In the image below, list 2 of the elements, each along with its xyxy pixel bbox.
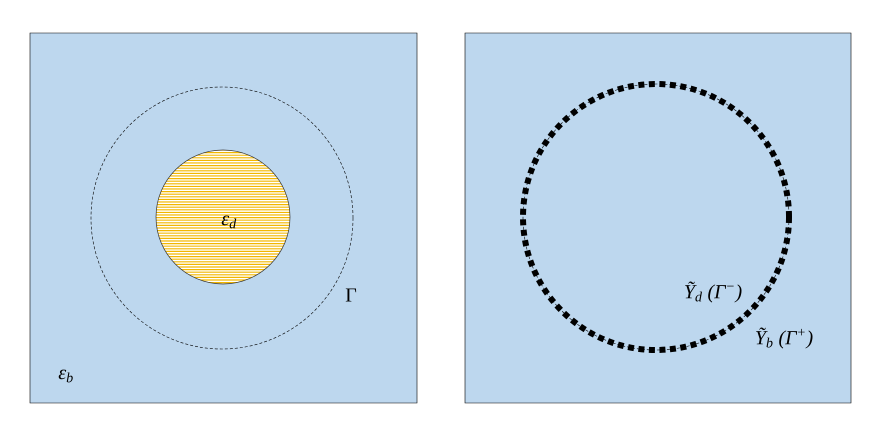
math-label: ε$_{b}$ — [58, 370, 73, 382]
math-label: Γ — [346, 288, 356, 302]
